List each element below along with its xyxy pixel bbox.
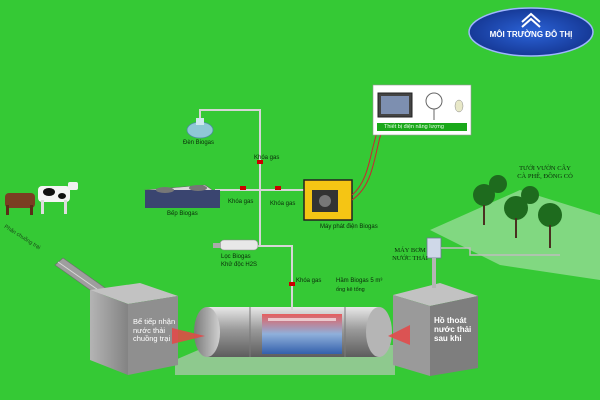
cows-shape [5,182,78,215]
right-tank-line-3: sau khi [434,334,462,344]
label-loc-biogas: Lọc Biogas [221,254,251,260]
label-may-phat-dien: Máy phát điện Biogas [320,224,378,230]
biogas-lamp-shape [186,118,214,139]
label-khoa-gas-1: Khóa gas [254,155,280,161]
appliances-shape [372,84,472,136]
biogas-filter-shape [213,239,259,251]
label-khoa-gas-3: Khóa gas [270,201,296,207]
label-ham-biogas: Hầm Biogas 5 m³ [336,278,383,284]
gas-pipes [199,109,305,310]
digester-shape [194,307,392,357]
left-tank-line-3: chuồng trại [133,334,171,344]
label-garden-line-2: CÀ PHÊ, ĐỒNG CỎ [517,172,573,180]
label-pump-line-1: MÁY BƠM [394,247,426,254]
label-khoa-gas-2: Khóa gas [228,199,254,205]
left-tank-label: Bể tiếp nhận nước thải chuồng trại [133,317,176,344]
right-tank-line-2: nước thải [434,325,472,335]
right-tank-shape [393,283,478,376]
logo-text: MÔI TRƯỜNG ĐÔ THỊ [489,30,573,39]
label-bep-biogas: Bếp Biogas [167,211,198,217]
flow-arrow-in [172,328,205,344]
label-garden-line-1: TƯỚI VƯỜN CÂY [519,165,571,172]
power-wire-2 [351,129,383,201]
biogas-stove-shape [144,184,221,208]
right-tank-label: Hồ thoát nước thải sau khi [434,316,471,344]
power-wire-1 [351,129,379,196]
gas-valves [240,160,295,286]
label-garden: TƯỚI VƯỜN CÂY CÀ PHÊ, ĐỒNG CỎ [500,165,590,181]
generator-shape [303,179,353,221]
flow-arrow-out [388,325,410,345]
left-tank-line-1: Bể tiếp nhận [133,317,176,326]
label-khu-doc: Khử độc H2S [221,262,258,268]
label-khoa-gas-4: Khóa gas [296,278,322,284]
inlet-chute-highlight [57,261,105,295]
left-tank-shape [90,283,178,375]
label-pump: MÁY BƠM NƯỚC THẢI [380,247,440,263]
left-tank-line-2: nước thải [133,325,166,335]
label-pump-line-2: NƯỚC THẢI [392,254,428,262]
pump-shape [426,237,560,288]
label-ong-ke-tong: ống kê tổng [336,287,365,293]
label-thiet-bi-dien: Thiết bị điện năng lượng [384,124,444,130]
right-tank-line-1: Hồ thoát [434,316,467,325]
garden-shape [430,175,600,280]
logo-shape [468,7,594,57]
label-den-biogas: Đèn Biogas [183,140,215,146]
